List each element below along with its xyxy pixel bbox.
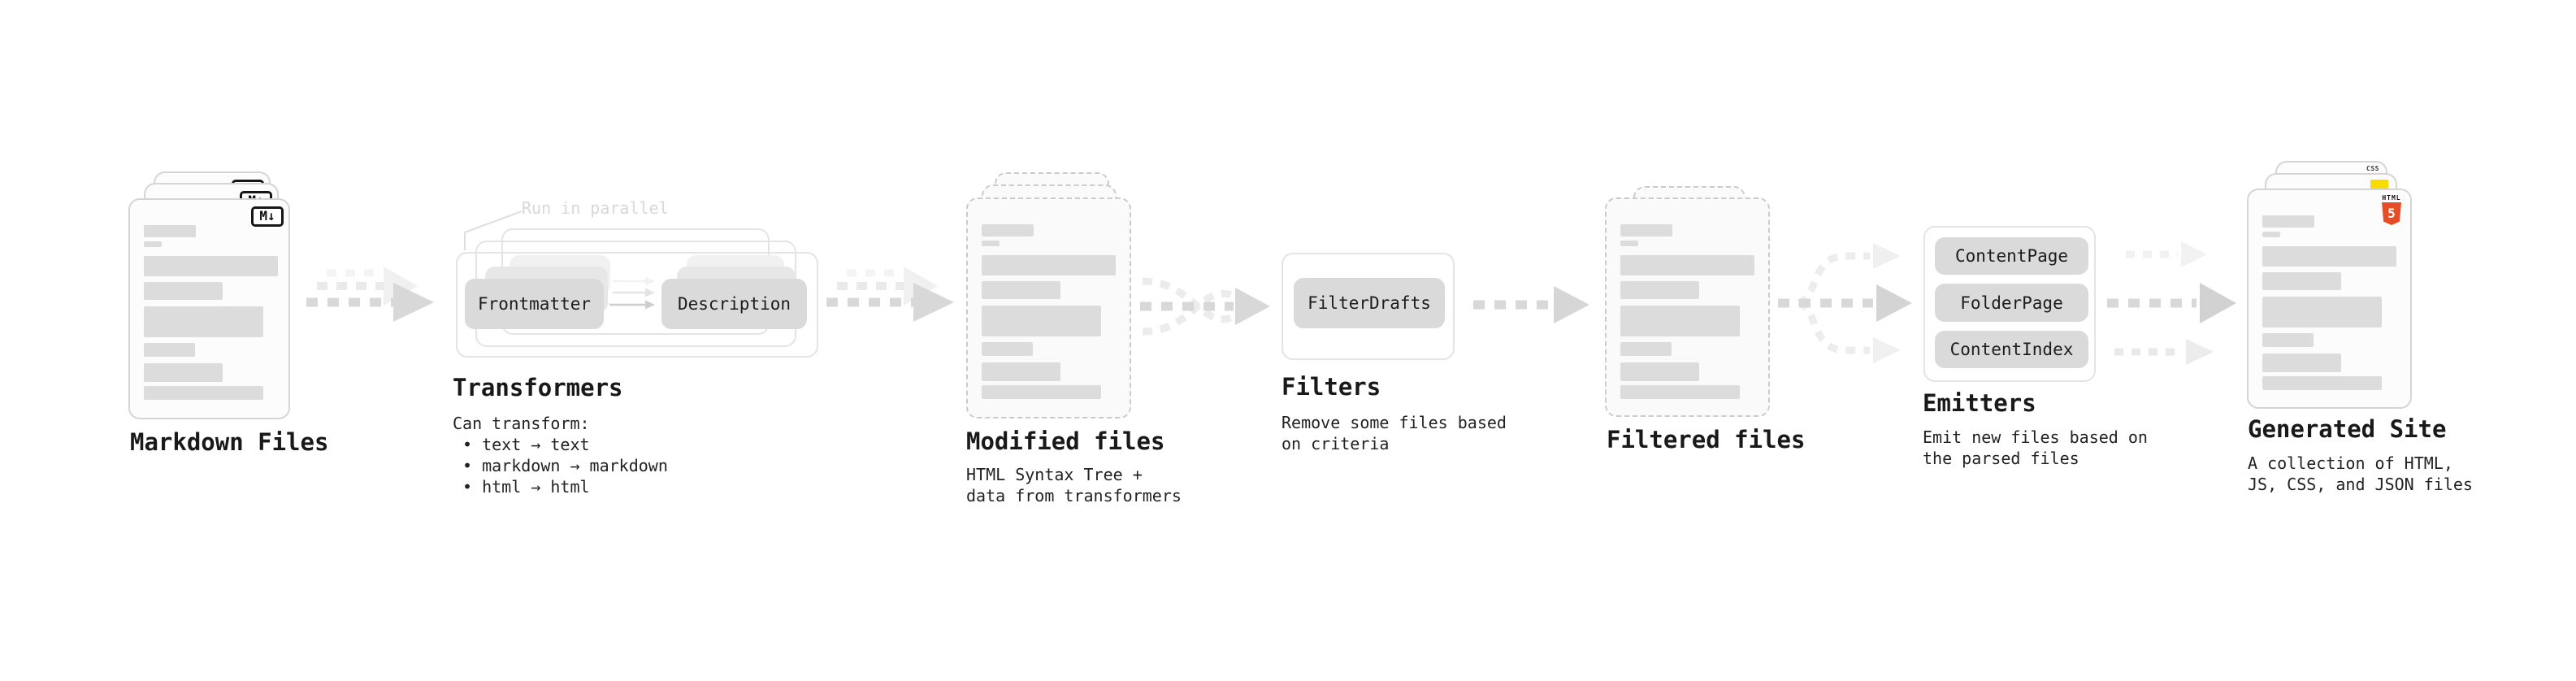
flow-arrow-markdown-to-transformers [306, 267, 434, 322]
modified-desc-line: HTML Syntax Tree + [966, 465, 1143, 484]
placeholder-text-bar [144, 306, 263, 337]
markdown-icon: M↓ [251, 206, 284, 227]
css-icon-label: CSS [2366, 165, 2379, 172]
filters-label: Filters [1281, 373, 1381, 401]
emitters-desc-line: the parsed files [1923, 449, 2079, 468]
emitters-description: Emit new files based on the parsed files [1923, 427, 2148, 469]
emitters-desc-line: Emit new files based on [1923, 427, 2148, 447]
filters-description: Remove some files based on criteria [1281, 412, 1507, 454]
filters-desc-line: Remove some files based [1281, 413, 1507, 432]
folderpage-chip: FolderPage [1935, 284, 2088, 322]
transformers-bullet: • markdown → markdown [462, 456, 668, 475]
chip-arrow-icon [609, 300, 655, 310]
transformers-label: Transformers [453, 374, 623, 401]
generated-site-label: Generated Site [2248, 415, 2447, 443]
placeholder-text-bar [1620, 306, 1740, 336]
placeholder-text-bar [982, 255, 1116, 275]
filtered-file-card-front [1605, 197, 1770, 417]
placeholder-text-bar [2262, 215, 2314, 228]
placeholder-text-bar [144, 343, 195, 357]
modified-file-card-front [966, 197, 1131, 419]
placeholder-text-bar [982, 342, 1033, 356]
markdown-file-card-front: M↓ [128, 198, 290, 419]
filters-desc-line: on criteria [1281, 434, 1390, 453]
placeholder-text-bar [1620, 224, 1672, 236]
placeholder-text-bar [144, 241, 162, 247]
placeholder-text-bar [144, 225, 196, 237]
filtered-files-label: Filtered files [1607, 426, 1806, 453]
placeholder-text-bar [2262, 272, 2341, 290]
filters-box [1281, 253, 1455, 360]
placeholder-text-bar [982, 241, 1000, 246]
annotation-leader-line [464, 210, 523, 250]
emitters-box [1923, 226, 2096, 382]
description-chip: Description [661, 279, 807, 329]
generated-desc-line: JS, CSS, and JSON files [2248, 475, 2473, 494]
markdown-files-label: Markdown Files [130, 428, 329, 456]
html5-icon-label: HTML [2382, 194, 2401, 202]
placeholder-text-bar [2262, 333, 2314, 347]
flow-arrow-modified-to-filters [1140, 277, 1270, 336]
filterdrafts-chip: FilterDrafts [1294, 278, 1445, 328]
contentindex-chip: ContentIndex [1935, 331, 2088, 368]
placeholder-text-bar [1620, 281, 1699, 299]
chip-arrow-icon [613, 288, 655, 297]
placeholder-text-bar [982, 385, 1101, 399]
emitters-label: Emitters [1923, 389, 2036, 417]
placeholder-text-bar [1620, 342, 1672, 356]
chip-arrow-icon [613, 276, 655, 286]
placeholder-text-bar [2262, 232, 2280, 237]
placeholder-text-bar [1620, 241, 1638, 246]
frontmatter-chip: Frontmatter [465, 279, 604, 329]
placeholder-text-bar [982, 281, 1060, 299]
placeholder-text-bar [1620, 362, 1699, 381]
html5-icon-shield: 5 [2382, 202, 2401, 225]
placeholder-text-bar [2262, 376, 2382, 390]
flow-arrow-filtered-to-emitters [1778, 243, 1912, 363]
generated-desc-line: A collection of HTML, [2248, 453, 2453, 473]
transformer-box-front [456, 252, 818, 358]
transformers-description: Can transform: • text → text • markdown … [453, 413, 668, 497]
html5-icon: HTML 5 [2381, 194, 2402, 225]
modified-desc-line: data from transformers [966, 486, 1182, 505]
transformers-desc-title: Can transform: [453, 414, 590, 433]
placeholder-text-bar [1620, 255, 1754, 275]
generated-site-description: A collection of HTML, JS, CSS, and JSON … [2248, 453, 2473, 495]
transformers-bullet: • html → html [462, 477, 590, 497]
flow-arrow-transformers-to-modified [826, 267, 954, 322]
placeholder-text-bar [2262, 354, 2341, 372]
placeholder-text-bar [144, 282, 223, 300]
placeholder-text-bar [144, 363, 223, 382]
placeholder-text-bar [2262, 246, 2396, 267]
flow-arrow-emitters-to-generated [2107, 241, 2236, 365]
placeholder-text-bar [144, 386, 263, 400]
js-icon [2370, 180, 2388, 189]
run-in-parallel-annotation: Run in parallel [522, 198, 669, 218]
flow-arrow-filters-to-filtered [1473, 286, 1589, 323]
placeholder-text-bar [982, 362, 1060, 381]
modified-files-description: HTML Syntax Tree + data from transformer… [966, 464, 1182, 506]
modified-files-label: Modified files [966, 427, 1165, 455]
contentpage-chip: ContentPage [1935, 237, 2088, 275]
transformers-bullet: • text → text [462, 435, 590, 454]
placeholder-text-bar [2262, 297, 2382, 327]
placeholder-text-bar [982, 306, 1101, 336]
placeholder-text-bar [1620, 385, 1740, 399]
generated-file-card-front: HTML 5 [2247, 189, 2412, 409]
placeholder-text-bar [982, 224, 1034, 236]
placeholder-text-bar [144, 256, 278, 276]
